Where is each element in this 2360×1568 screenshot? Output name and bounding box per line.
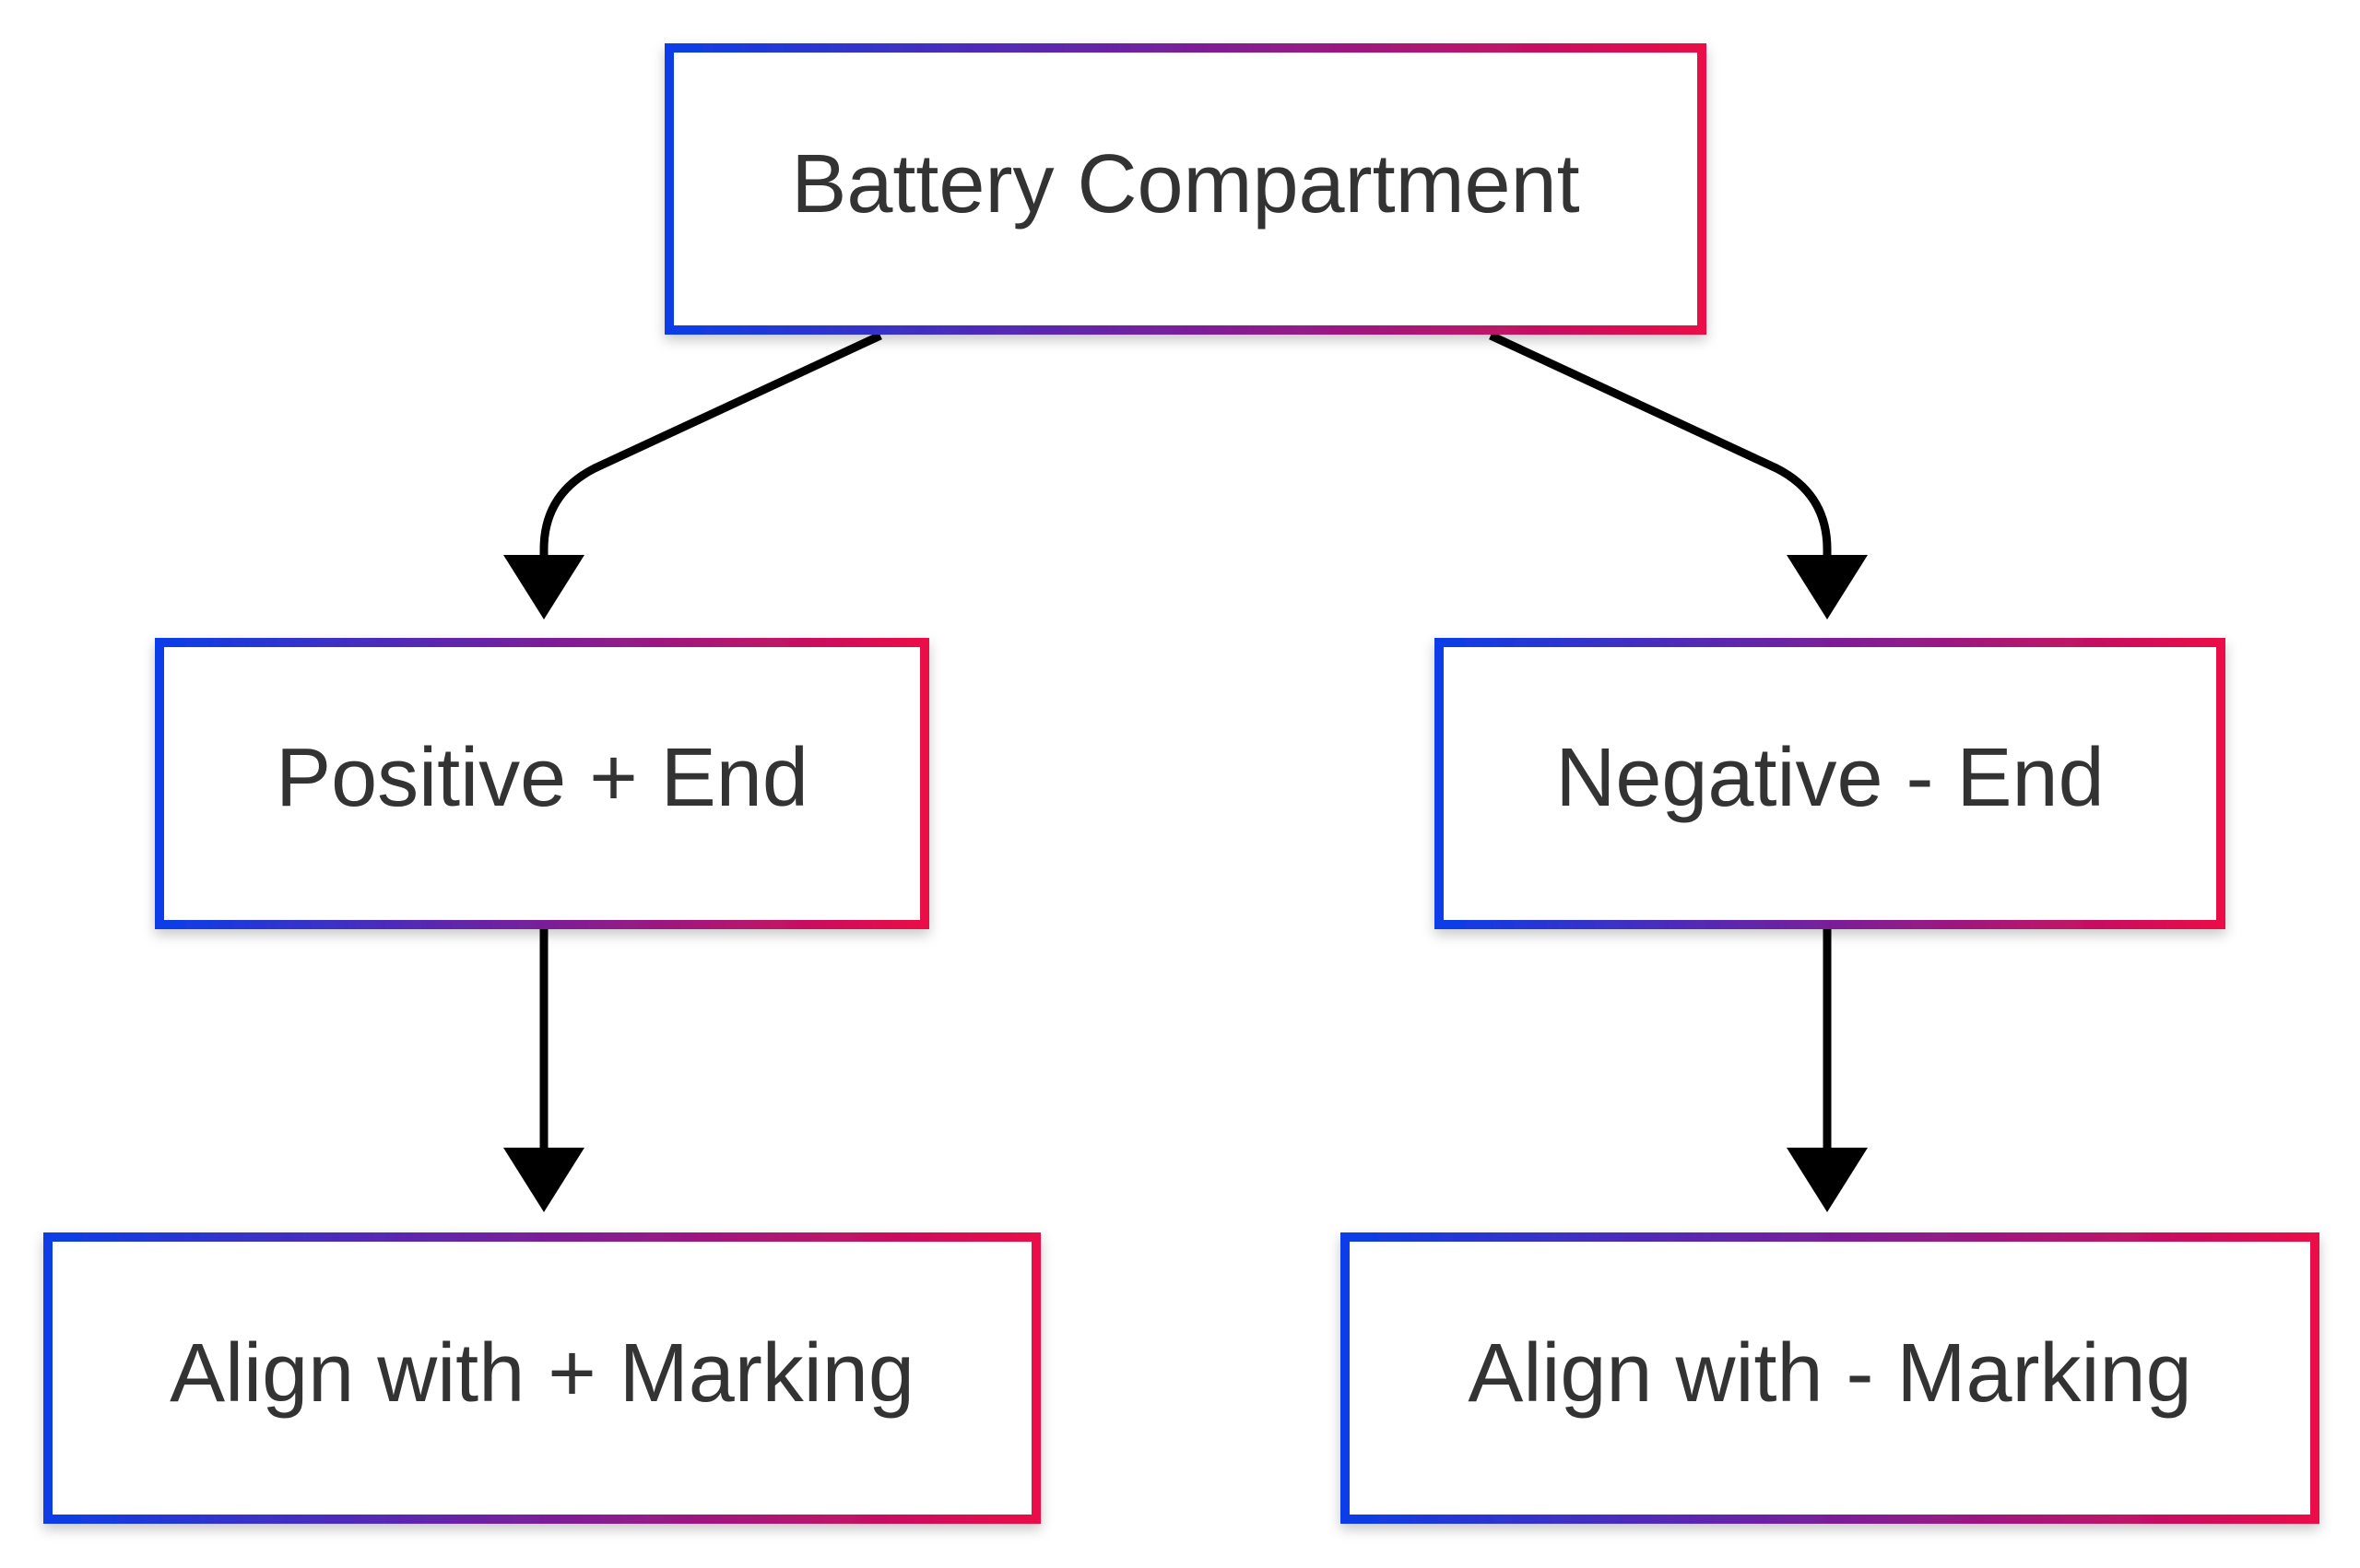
arrow-head: [1787, 555, 1868, 619]
node-box: [665, 43, 1706, 335]
arrow-head: [503, 1148, 584, 1212]
edge-battery-to-positive: [503, 331, 882, 619]
arrow-head: [1787, 1148, 1868, 1212]
edge-battery-to-negative: [1489, 331, 1868, 619]
node-box: [155, 638, 929, 929]
edge-negative-to-align-minus: [1787, 927, 1868, 1212]
node-box: [1434, 638, 2225, 929]
node-box: [43, 1232, 1041, 1524]
node-negative-end: Negative - End: [1434, 638, 2225, 929]
node-label: Align with + Marking: [170, 1327, 914, 1420]
node-align-plus-marking: Align with + Marking: [43, 1232, 1041, 1524]
node-battery-compartment: Battery Compartment: [665, 43, 1706, 335]
node-label: Battery Compartment: [791, 138, 1579, 230]
node-positive-end: Positive + End: [155, 638, 929, 929]
node-align-minus-marking: Align with - Marking: [1340, 1232, 2319, 1524]
node-box: [1340, 1232, 2319, 1524]
node-label: Positive + End: [276, 732, 808, 824]
edge-positive-to-align-plus: [503, 927, 584, 1212]
arrow-head: [503, 555, 584, 619]
edges: [503, 331, 1868, 1212]
node-label: Align with - Marking: [1468, 1327, 2191, 1420]
node-label: Negative - End: [1555, 732, 2104, 824]
